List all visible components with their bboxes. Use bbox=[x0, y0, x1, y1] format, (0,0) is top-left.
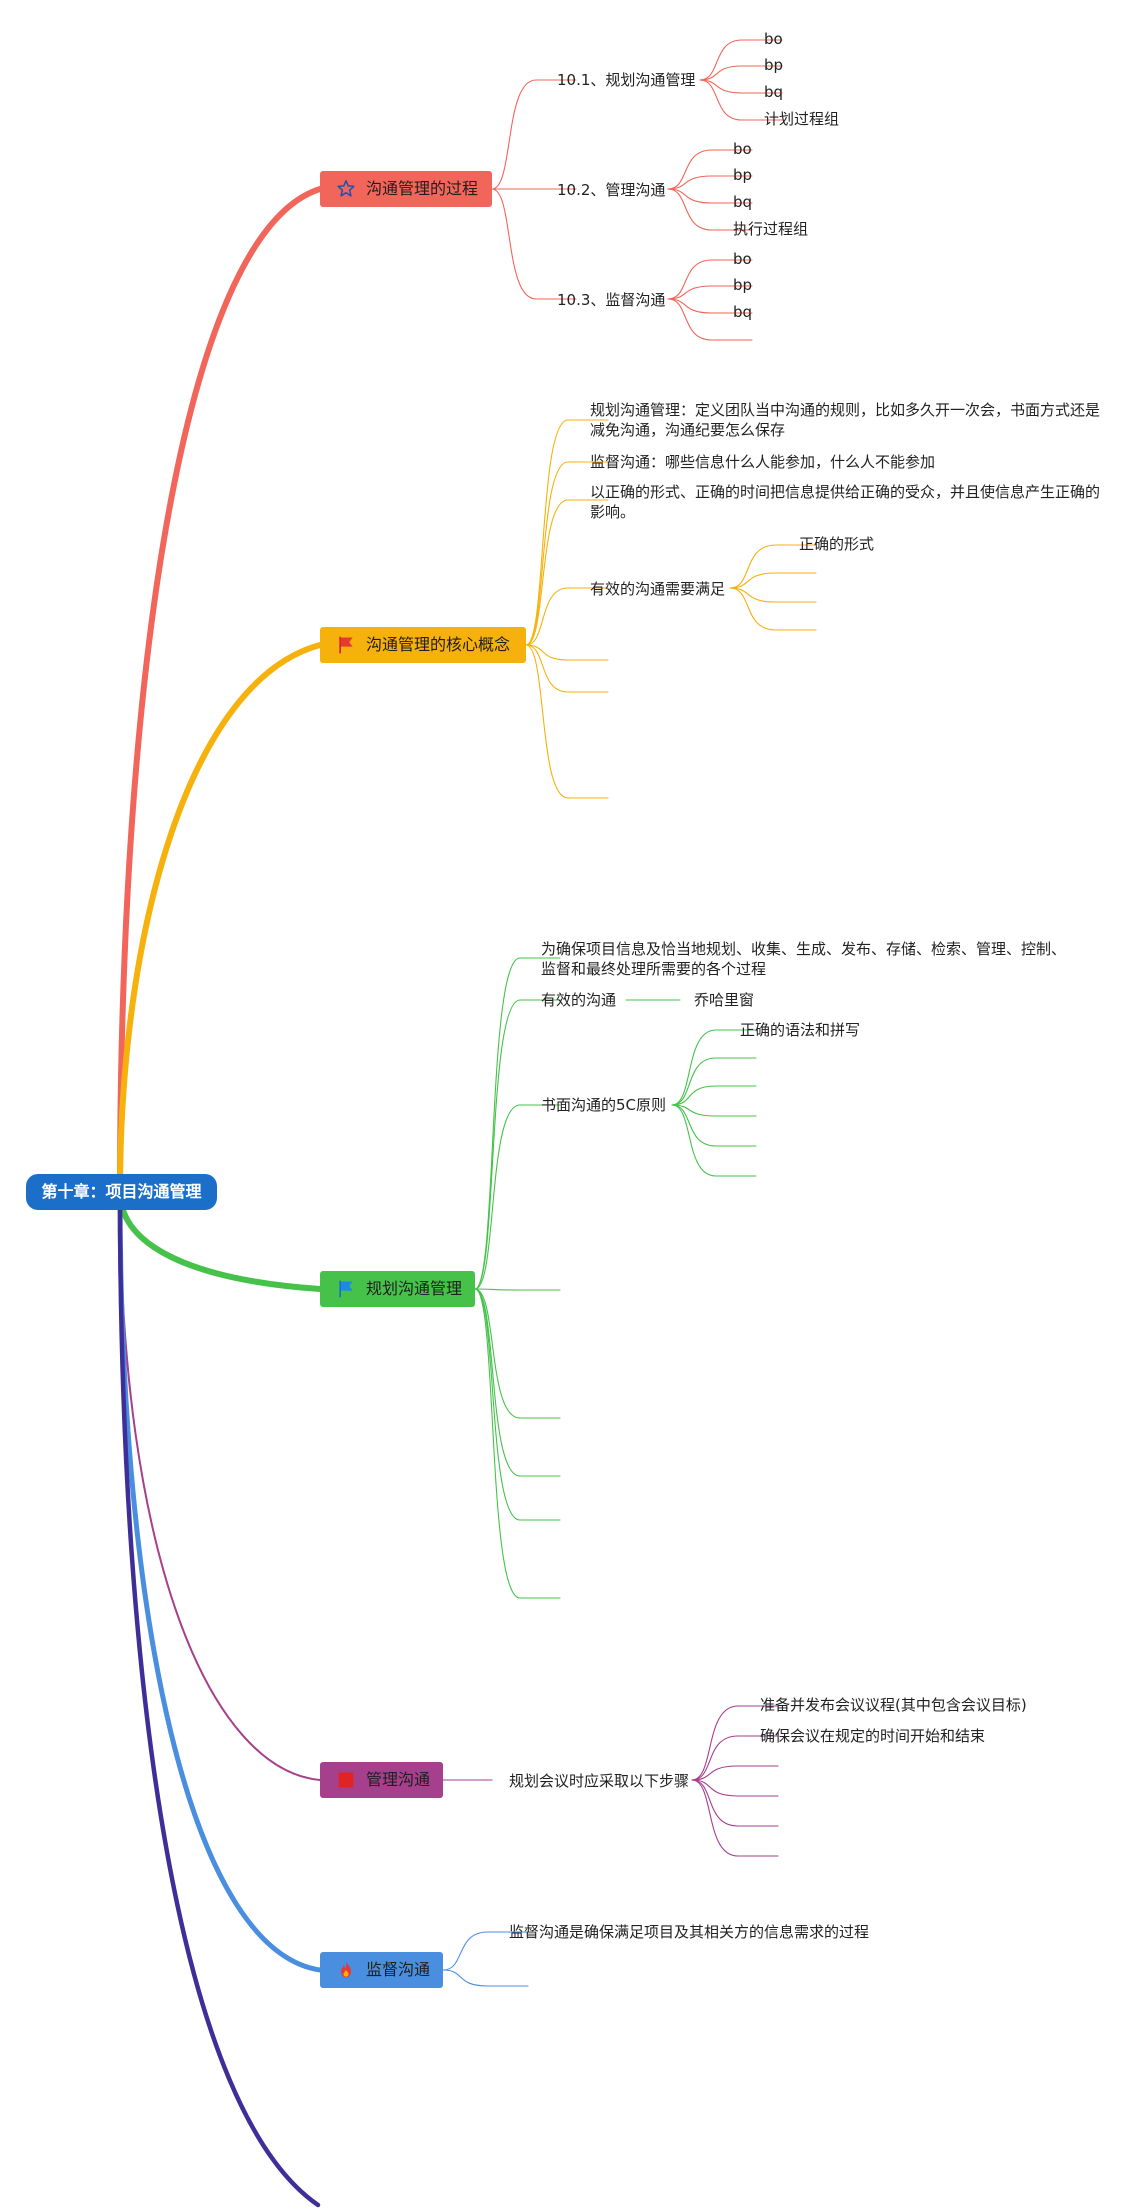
topic-communication-processes[interactable]: 沟通管理的过程 bbox=[320, 171, 492, 207]
blue-flag-icon bbox=[336, 1279, 356, 1299]
concept-effective-communication[interactable]: 有效的沟通需要满足 bbox=[590, 580, 726, 598]
concept-correct-form[interactable]: 正确的形式 bbox=[799, 535, 875, 553]
leaf-line bbox=[699, 79, 783, 94]
leaf-bq[interactable]: bq bbox=[733, 303, 753, 321]
sub-branch-line bbox=[491, 79, 577, 190]
leaf-line bbox=[729, 572, 817, 589]
leaf-line bbox=[667, 298, 753, 341]
leaf-line bbox=[667, 298, 753, 314]
correct-grammar-spelling[interactable]: 正确的语法和拼写 bbox=[740, 1021, 861, 1039]
sub-branch-line bbox=[525, 644, 609, 661]
sub-branch-line bbox=[474, 999, 561, 1290]
leaf-line bbox=[729, 587, 817, 603]
leaf-line bbox=[667, 188, 753, 231]
effective-communication[interactable]: 有效的沟通 bbox=[541, 991, 617, 1009]
leaf-line bbox=[671, 1085, 757, 1106]
meeting-steps[interactable]: 规划会议时应采取以下步骤 bbox=[509, 1772, 690, 1790]
root-topic[interactable]: 第十章：项目沟通管理 bbox=[26, 1174, 217, 1210]
topic-communication-core-concepts[interactable]: 沟通管理的核心概念 bbox=[320, 627, 526, 663]
sub-branch-line bbox=[525, 644, 609, 799]
leaf-line bbox=[691, 1779, 779, 1827]
sub-branch-line bbox=[474, 1288, 561, 1521]
leaf-line bbox=[671, 1104, 757, 1117]
leaf-bp[interactable]: bp bbox=[733, 276, 753, 294]
leaf-line bbox=[691, 1705, 779, 1781]
leaf-bo[interactable]: bo bbox=[764, 30, 783, 48]
leaf-line bbox=[671, 1029, 757, 1106]
leaf-bp[interactable]: bp bbox=[733, 166, 753, 184]
subtopic-plan-communication[interactable]: 10.1、规划沟通管理 bbox=[557, 71, 696, 89]
concept-monitor-communication-definition[interactable]: 监督沟通：哪些信息什么人能参加，什么人不能参加 bbox=[590, 453, 936, 471]
johari-window[interactable]: 乔哈里窗 bbox=[694, 991, 755, 1009]
leaf-line bbox=[691, 1735, 779, 1781]
meeting-on-time[interactable]: 确保会议在规定的时间开始和结束 bbox=[760, 1727, 986, 1745]
leaf-planning-process-group[interactable]: 计划过程组 bbox=[764, 110, 840, 128]
leaf-line bbox=[699, 65, 783, 81]
topic-label: 规划沟通管理 bbox=[366, 1279, 463, 1298]
sub-branch-line bbox=[474, 1288, 561, 1599]
root-topic-label: 第十章：项目沟通管理 bbox=[41, 1182, 202, 1201]
sub-branch-line bbox=[442, 1931, 529, 1971]
leaf-line bbox=[671, 1104, 757, 1177]
main-branch-line bbox=[119, 1191, 321, 1781]
red-square-icon bbox=[336, 1770, 356, 1790]
plan-definition[interactable]: 为确保项目信息及恰当地规划、收集、生成、发布、存储、检索、管理、控制、监督和最终… bbox=[541, 940, 1067, 978]
leaf-bo[interactable]: bo bbox=[733, 140, 752, 158]
star-icon bbox=[336, 179, 356, 199]
sub-branch-line bbox=[525, 587, 609, 646]
leaf-line bbox=[667, 259, 753, 300]
sub-branch-line bbox=[525, 499, 609, 646]
main-branch-line bbox=[117, 1189, 323, 1973]
concept-right-information[interactable]: 以正确的形式、正确的时间把信息提供给正确的受众，并且使信息产生正确的影响。 bbox=[590, 483, 1101, 521]
sub-branch-line bbox=[442, 1969, 529, 1987]
fire-icon bbox=[336, 1960, 356, 1980]
main-branch-line bbox=[117, 1189, 323, 1292]
topic-plan-communication-management[interactable]: 规划沟通管理 bbox=[320, 1271, 475, 1307]
leaf-line bbox=[699, 39, 783, 81]
sub-branch-line bbox=[491, 188, 577, 300]
leaf-line bbox=[667, 285, 753, 300]
leaf-line bbox=[667, 175, 753, 190]
leaf-line bbox=[671, 1104, 757, 1147]
leaf-line bbox=[729, 587, 817, 631]
topic-label: 管理沟通 bbox=[366, 1770, 431, 1789]
leaf-line bbox=[667, 149, 753, 190]
leaf-bo[interactable]: bo bbox=[733, 250, 752, 268]
red-flag-icon bbox=[336, 635, 356, 655]
sub-branch-line bbox=[525, 644, 609, 693]
leaf-line bbox=[691, 1779, 779, 1857]
topic-monitor-communication[interactable]: 监督沟通 bbox=[320, 1952, 443, 1988]
sub-branch-line bbox=[525, 419, 609, 646]
topic-label: 沟通管理的过程 bbox=[366, 179, 479, 198]
main-branch-line bbox=[117, 1189, 321, 2208]
leaf-line bbox=[691, 1779, 779, 1797]
main-branch-line bbox=[117, 642, 323, 1195]
leaf-line bbox=[671, 1057, 757, 1106]
topic-label: 监督沟通 bbox=[366, 1960, 431, 1979]
written-communication-5c[interactable]: 书面沟通的5C原则 bbox=[541, 1096, 667, 1114]
leaf-line bbox=[729, 544, 817, 589]
leaf-executing-process-group[interactable]: 执行过程组 bbox=[733, 220, 809, 238]
sub-branch-line bbox=[474, 1288, 561, 1291]
prepare-meeting-agenda[interactable]: 准备并发布会议议程(其中包含会议目标) bbox=[760, 1696, 1027, 1714]
sub-branch-line bbox=[525, 461, 609, 646]
monitor-definition[interactable]: 监督沟通是确保满足项目及其相关方的信息需求的过程 bbox=[509, 1923, 870, 1941]
leaf-line bbox=[699, 79, 783, 121]
leaf-bq[interactable]: bq bbox=[764, 83, 784, 101]
sub-branch-line bbox=[474, 1104, 561, 1290]
subtopic-monitor-communication[interactable]: 10.3、监督沟通 bbox=[557, 291, 666, 309]
leaf-bq[interactable]: bq bbox=[733, 193, 753, 211]
topic-label: 沟通管理的核心概念 bbox=[366, 635, 511, 654]
leaf-bp[interactable]: bp bbox=[764, 56, 784, 74]
leaf-line bbox=[667, 188, 753, 204]
sub-branch-line bbox=[474, 1288, 561, 1419]
concept-plan-communication-definition[interactable]: 规划沟通管理：定义团队当中沟通的规则，比如多久开一次会，书面方式还是减免沟通，沟… bbox=[590, 401, 1101, 439]
subtopic-manage-communication[interactable]: 10.2、管理沟通 bbox=[557, 181, 666, 199]
topic-manage-communication[interactable]: 管理沟通 bbox=[320, 1762, 443, 1798]
main-branch-line bbox=[117, 186, 323, 1195]
sub-branch-line bbox=[474, 1288, 561, 1477]
leaf-line bbox=[691, 1765, 779, 1781]
